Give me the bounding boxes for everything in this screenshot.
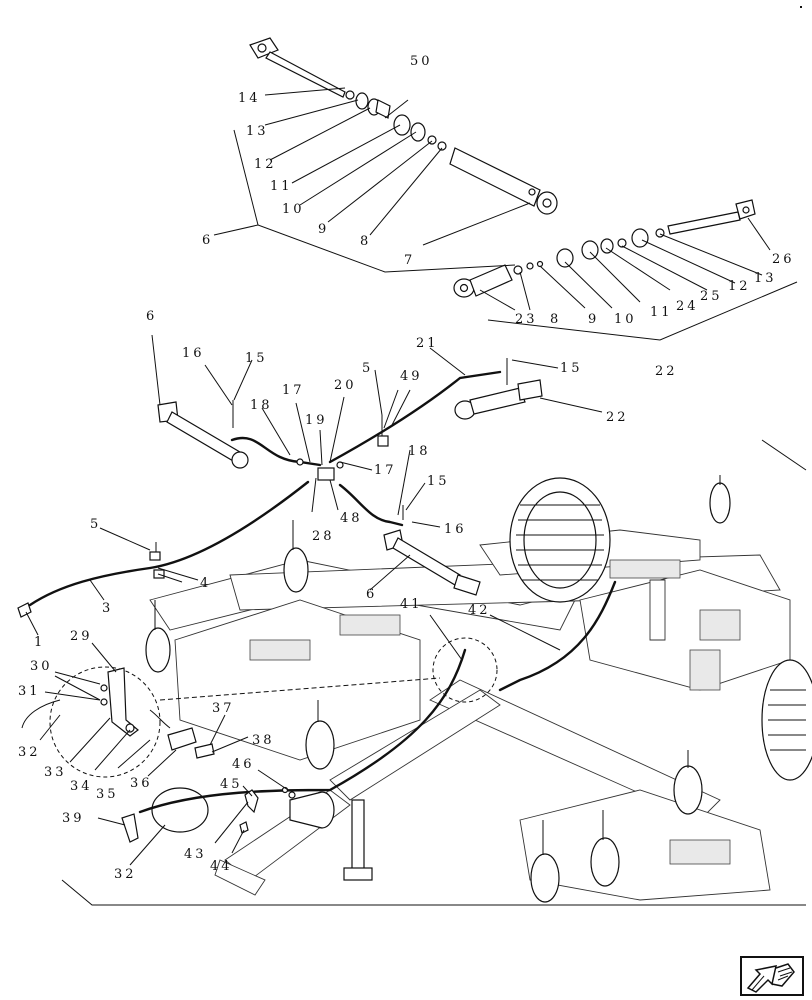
callout-11: 11 bbox=[270, 179, 293, 194]
cylinder-assembly-6-exploded bbox=[249, 37, 558, 215]
callout-16: 16 bbox=[444, 522, 467, 537]
callout-1: 1 bbox=[34, 635, 45, 650]
control-bracket-parts bbox=[21, 667, 296, 843]
callout-46: 46 bbox=[232, 757, 255, 772]
callout-42: 42 bbox=[468, 603, 491, 618]
callout-45: 45 bbox=[220, 777, 243, 792]
callout-13: 13 bbox=[754, 271, 777, 286]
callout-29: 29 bbox=[70, 629, 93, 644]
callout-5: 5 bbox=[90, 517, 101, 532]
callout-36: 36 bbox=[130, 776, 153, 791]
next-page-button[interactable] bbox=[740, 956, 804, 996]
hydraulic-hose-layout bbox=[17, 358, 617, 833]
callout-labels: 50 14 13 12 11 10 9 8 6 7 26 13 12 25 24… bbox=[18, 54, 795, 882]
callout-25: 25 bbox=[700, 289, 723, 304]
cylinder-assembly-22-exploded bbox=[453, 199, 756, 298]
arrow-next-icon bbox=[746, 963, 795, 993]
callout-22: 22 bbox=[655, 364, 678, 379]
callout-21: 21 bbox=[416, 336, 439, 351]
callout-3: 3 bbox=[102, 601, 113, 616]
callout-9: 9 bbox=[318, 222, 329, 237]
callout-32: 32 bbox=[114, 867, 137, 882]
callout-17: 17 bbox=[282, 383, 305, 398]
callout-23: 23 bbox=[515, 312, 538, 327]
callout-28: 28 bbox=[312, 529, 335, 544]
callout-49: 49 bbox=[400, 369, 423, 384]
callout-6: 6 bbox=[202, 233, 213, 248]
callout-17: 17 bbox=[374, 463, 397, 478]
callout-35: 35 bbox=[96, 787, 119, 802]
callout-10: 10 bbox=[282, 202, 305, 217]
callout-15: 15 bbox=[245, 351, 268, 366]
callout-31: 31 bbox=[18, 684, 41, 699]
callout-5: 5 bbox=[362, 361, 373, 376]
mower-frame-illustration bbox=[61, 439, 812, 906]
callout-6: 6 bbox=[146, 309, 157, 324]
callout-18: 18 bbox=[408, 444, 431, 459]
callout-4: 4 bbox=[200, 576, 211, 591]
callout-43: 43 bbox=[184, 847, 207, 862]
callout-48: 48 bbox=[340, 511, 363, 526]
callout-14: 14 bbox=[238, 91, 261, 106]
callout-13: 13 bbox=[246, 124, 269, 139]
corner-mark bbox=[800, 6, 802, 8]
callout-18: 18 bbox=[250, 398, 273, 413]
callout-12: 12 bbox=[728, 279, 751, 294]
callout-32: 32 bbox=[18, 745, 41, 760]
callout-50: 50 bbox=[410, 54, 433, 69]
callout-7: 7 bbox=[404, 253, 415, 268]
callout-33: 33 bbox=[44, 765, 67, 780]
callout-9: 9 bbox=[588, 312, 599, 327]
callout-38: 38 bbox=[252, 733, 275, 748]
callout-41: 41 bbox=[400, 597, 423, 612]
callout-20: 20 bbox=[334, 378, 357, 393]
callout-22: 22 bbox=[606, 410, 629, 425]
callout-12: 12 bbox=[254, 157, 277, 172]
callout-24: 24 bbox=[676, 299, 699, 314]
callout-15: 15 bbox=[560, 361, 583, 376]
callout-15: 15 bbox=[427, 474, 450, 489]
callout-11: 11 bbox=[650, 305, 673, 320]
callout-8: 8 bbox=[550, 312, 561, 327]
callout-37: 37 bbox=[212, 701, 235, 716]
callout-8: 8 bbox=[360, 234, 371, 249]
callout-10: 10 bbox=[614, 312, 637, 327]
callout-6: 6 bbox=[366, 587, 377, 602]
callout-16: 16 bbox=[182, 346, 205, 361]
leader-lines bbox=[25, 87, 798, 866]
callout-30: 30 bbox=[30, 659, 53, 674]
callout-19: 19 bbox=[305, 413, 328, 428]
callout-26: 26 bbox=[772, 252, 795, 267]
callout-34: 34 bbox=[70, 779, 93, 794]
callout-39: 39 bbox=[62, 811, 85, 826]
callout-44: 44 bbox=[210, 859, 233, 874]
